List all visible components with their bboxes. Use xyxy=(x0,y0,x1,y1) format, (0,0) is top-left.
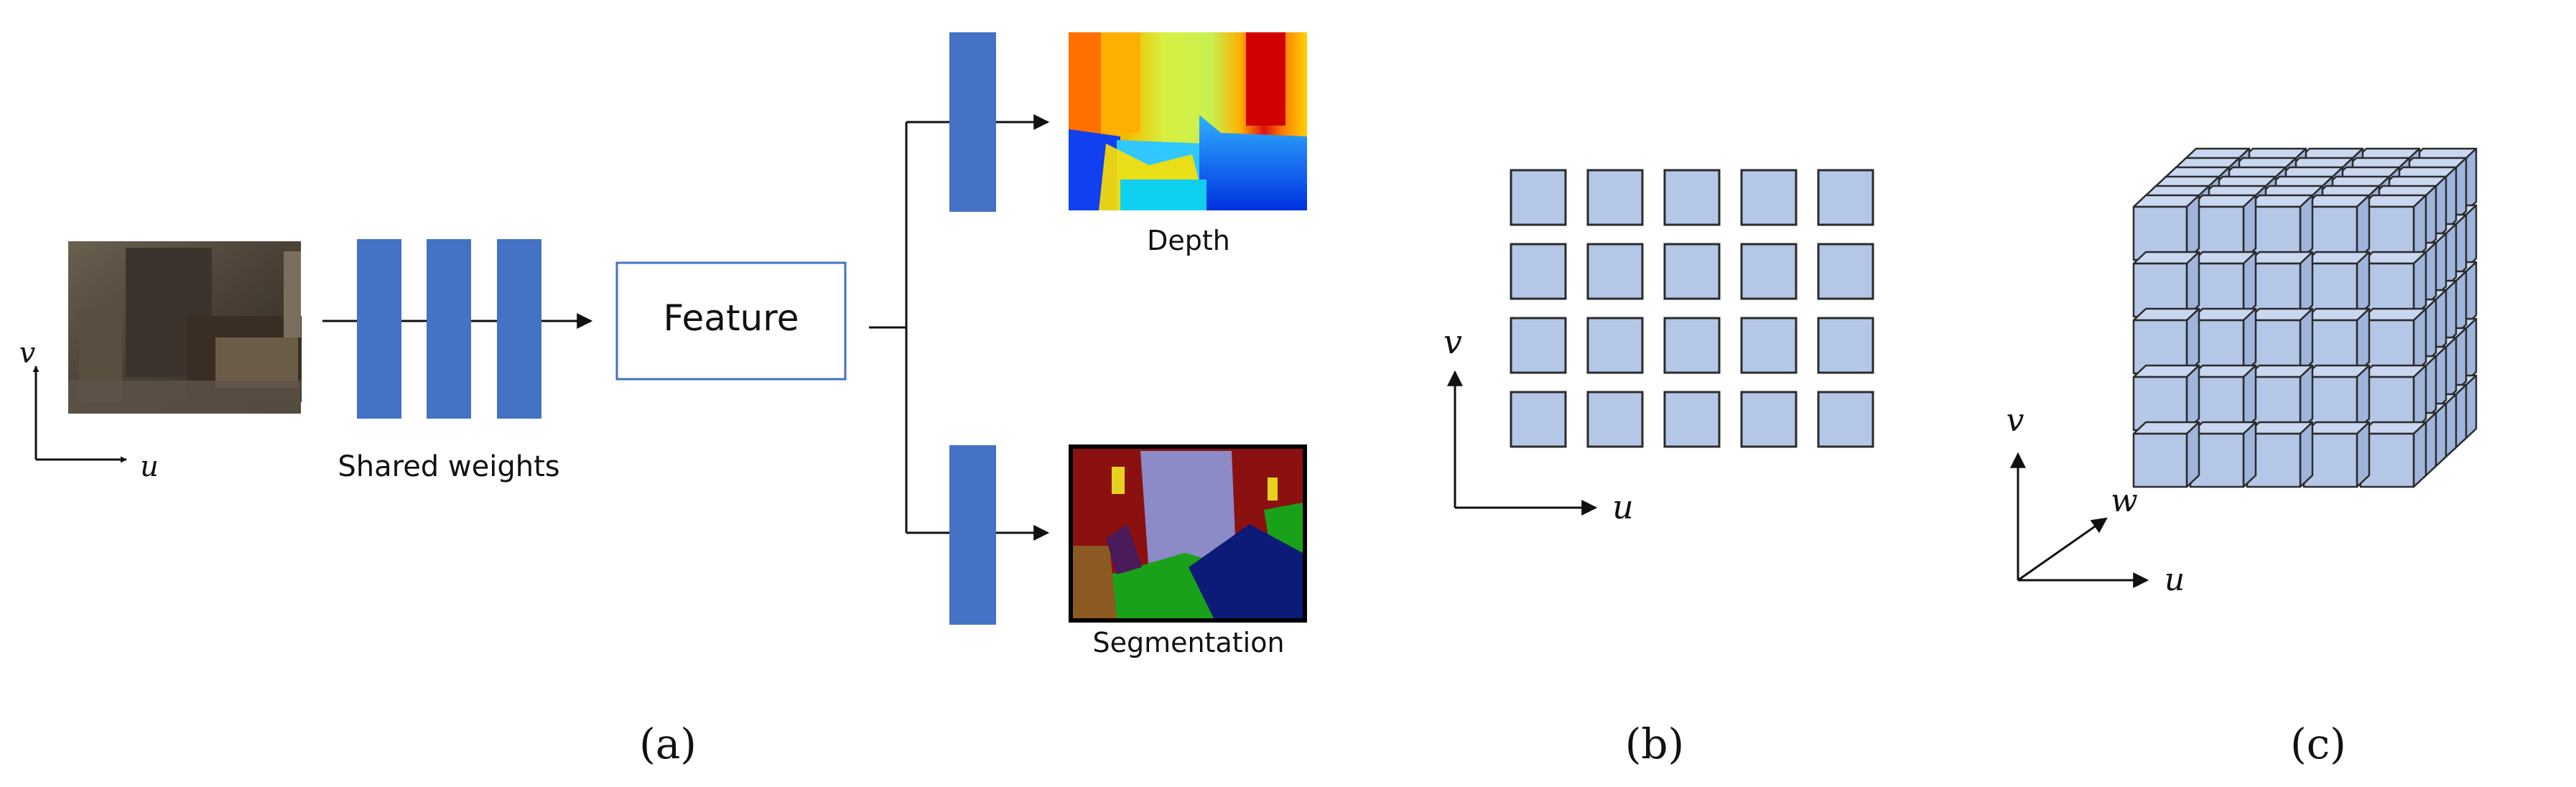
grid-tile xyxy=(1740,169,1798,226)
panel-c: v w u (c) xyxy=(2007,147,2478,768)
caption-a: (a) xyxy=(639,720,697,768)
input-room-image xyxy=(68,241,302,414)
cube xyxy=(2132,364,2200,432)
panel-b-axis-v-label: v xyxy=(1443,322,1462,361)
grid-tile xyxy=(1740,317,1798,374)
tile-grid xyxy=(1510,169,1874,448)
grid-tile xyxy=(1510,317,1567,374)
panel-b-axes: v u xyxy=(1443,322,1634,526)
cube xyxy=(2302,307,2371,375)
panel-c-axis-v-label: v xyxy=(2007,402,2024,439)
panel-c-axis-w-label: w xyxy=(2111,483,2138,519)
panel-a: v u Shared weights Feature xyxy=(19,32,1307,768)
grid-tile xyxy=(1740,391,1798,448)
grid-tile xyxy=(1817,243,1874,300)
caption-c: (c) xyxy=(2290,720,2346,768)
encoder-layer-1 xyxy=(357,239,401,419)
cube xyxy=(2246,421,2314,488)
branch-connectors xyxy=(869,121,949,534)
cube xyxy=(2189,421,2257,488)
cube xyxy=(2189,251,2257,318)
cube xyxy=(2246,251,2314,318)
depth-label: Depth xyxy=(1147,225,1230,256)
cube xyxy=(2189,364,2257,432)
feature-box xyxy=(615,261,847,381)
cube xyxy=(2359,307,2427,375)
grid-tile xyxy=(1510,243,1567,300)
grid-tile xyxy=(1663,391,1721,448)
caption-b: (b) xyxy=(1625,720,1684,768)
grid-tile xyxy=(1740,243,1798,300)
grid-tile xyxy=(1817,317,1874,374)
input-axis-u-label: u xyxy=(140,450,159,483)
grid-tile xyxy=(1817,391,1874,448)
cube xyxy=(2132,421,2200,488)
shared-weights-label: Shared weights xyxy=(338,450,559,483)
grid-tile xyxy=(1663,243,1721,300)
cube xyxy=(2302,364,2371,432)
segmentation-label: Segmentation xyxy=(1092,627,1284,658)
cube xyxy=(2302,251,2371,318)
encoder-layer-2 xyxy=(427,239,471,419)
cube xyxy=(2359,364,2427,432)
panel-c-axis-u-label: u xyxy=(2165,562,2185,598)
feature-label: Feature xyxy=(664,297,799,339)
grid-tile xyxy=(1510,169,1567,226)
grid-tile xyxy=(1586,391,1644,448)
grid-tile xyxy=(1510,391,1567,448)
panel-c-axes: v w u xyxy=(2007,402,2185,598)
cube-stack xyxy=(2132,147,2478,488)
cube xyxy=(2132,307,2200,375)
cube xyxy=(2359,251,2427,318)
cube xyxy=(2189,307,2257,375)
cube xyxy=(2302,194,2371,261)
input-axis-v-label: v xyxy=(19,337,36,370)
grid-tile xyxy=(1663,317,1721,374)
cube xyxy=(2132,194,2200,261)
cube xyxy=(2302,421,2371,488)
panel-b-axis-u-label: u xyxy=(1612,488,1634,526)
input-axes: v u xyxy=(19,337,159,483)
grid-tile xyxy=(1663,169,1721,226)
grid-tile xyxy=(1586,169,1644,226)
cube xyxy=(2189,194,2257,261)
grid-tile xyxy=(1586,243,1644,300)
segmentation-head-block xyxy=(949,445,996,625)
cube xyxy=(2246,307,2314,375)
cube xyxy=(2132,251,2200,318)
cube xyxy=(2246,364,2314,432)
panel-b: v u (b) xyxy=(1443,169,1874,768)
cube xyxy=(2359,194,2427,261)
grid-tile xyxy=(1817,169,1874,226)
cube xyxy=(2246,194,2314,261)
cube xyxy=(2359,421,2427,488)
grid-tile xyxy=(1586,317,1644,374)
encoder-layer-3 xyxy=(497,239,541,419)
depth-map-image xyxy=(1069,32,1307,210)
segmentation-map-image xyxy=(1069,444,1307,623)
depth-head-block xyxy=(949,32,996,212)
shared-encoder xyxy=(357,239,541,419)
